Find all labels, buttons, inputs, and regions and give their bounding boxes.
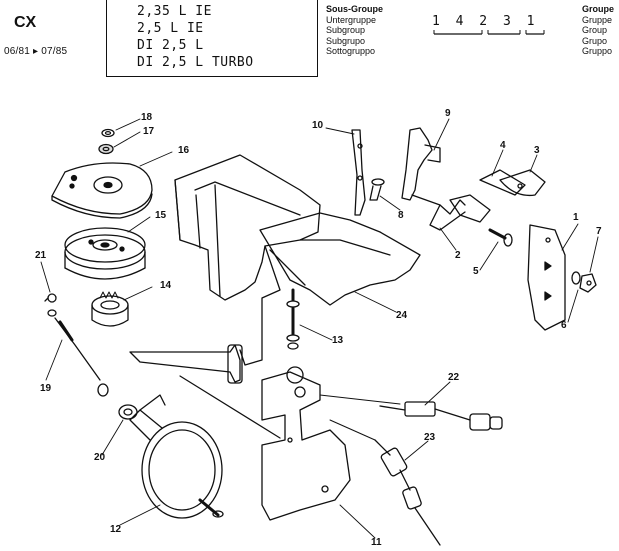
part-17-washer (98, 143, 114, 155)
group-label: Gruppo (582, 46, 613, 56)
callout-7: 7 (596, 226, 602, 237)
callout-23: 23 (424, 432, 436, 443)
group-label-block: Groupe Gruppe Group Grupo Gruppo (582, 4, 614, 57)
callout-17: 17 (143, 126, 155, 137)
subgroup-label-block: Sous-Groupe Untergruppe Subgroup Subgrup… (326, 4, 383, 57)
subgroup-label: Sottogruppo (326, 46, 376, 56)
part-11-bracket (129, 344, 401, 521)
group-label: Groupe (582, 4, 615, 14)
subgroup-label: Subgroup (326, 25, 366, 35)
part-14-bearing (91, 291, 129, 327)
engine-item: 2,5 L IE (137, 21, 204, 36)
callout-14: 14 (160, 280, 172, 291)
callout-20: 20 (94, 452, 106, 463)
callout-21: 21 (35, 250, 47, 261)
part-12-vacuum-unit (129, 394, 224, 519)
callout-9: 9 (445, 108, 451, 119)
part-20-washer (118, 404, 138, 420)
callout-13: 13 (332, 335, 344, 346)
part-7-washer (571, 271, 581, 285)
part-21-clip (44, 293, 57, 303)
callout-18: 18 (141, 112, 153, 123)
part-24-housing (174, 154, 421, 366)
callout-3: 3 (534, 145, 540, 156)
part-23-cable-fitting (374, 439, 441, 546)
callout-8: 8 (398, 210, 404, 221)
subgroup-label: Subgrupo (326, 35, 366, 46)
engine-list: 2,35 L IE 2,5 L IE DI 2,5 L DI 2,5 L TUR… (106, 0, 318, 77)
engine-item: DI 2,5 L (137, 38, 204, 53)
part-15-pulley (64, 227, 146, 280)
group-label: Grupo (582, 35, 608, 46)
part-16-cover-plate (51, 162, 153, 219)
part-9-lever-bracket (401, 127, 466, 231)
callout-22: 22 (448, 372, 460, 383)
part-1-mounting-plate (527, 224, 566, 331)
engine-item: DI 2,5 L TURBO (137, 55, 254, 70)
reference-underline (433, 30, 545, 35)
header: CX 06/81 ▸ 07/85 2,35 L IE 2,5 L IE DI 2… (0, 0, 619, 84)
part-8-screw (369, 178, 385, 201)
part-2-cam (449, 194, 491, 223)
part-22-cable-sensor (379, 401, 503, 431)
callout-10: 10 (312, 120, 324, 131)
callout-1: 1 (573, 212, 579, 223)
callout-2: 2 (455, 250, 461, 261)
part-3-lever (499, 169, 546, 197)
model-label: CX (14, 14, 37, 31)
exploded-parts-drawing (40, 118, 599, 546)
date-range: 06/81 ▸ 07/85 (4, 46, 68, 57)
subgroup-label: Sous-Groupe (326, 4, 384, 14)
group-label: Gruppe (582, 14, 613, 25)
part-18-washer (101, 128, 115, 138)
group-label: Group (582, 25, 608, 35)
callout-19: 19 (40, 383, 52, 394)
part-13-stud (286, 288, 300, 350)
part-5-bolt (488, 228, 513, 247)
callout-24: 24 (396, 310, 408, 321)
group-reference: 1 4 2 3 1 (432, 14, 539, 29)
callout-12: 12 (110, 524, 122, 535)
callout-16: 16 (178, 145, 190, 156)
subgroup-label: Untergruppe (326, 14, 377, 25)
part-10-bracket (351, 129, 366, 216)
part-19-rod (47, 309, 109, 397)
engine-item: 2,35 L IE (137, 4, 212, 19)
callout-6: 6 (561, 320, 567, 331)
callout-leaders (40, 118, 599, 539)
callout-11: 11 (371, 537, 382, 548)
part-6-nut (579, 273, 597, 293)
callout-15: 15 (155, 210, 167, 221)
callout-4: 4 (500, 140, 506, 151)
callout-5: 5 (473, 266, 479, 277)
